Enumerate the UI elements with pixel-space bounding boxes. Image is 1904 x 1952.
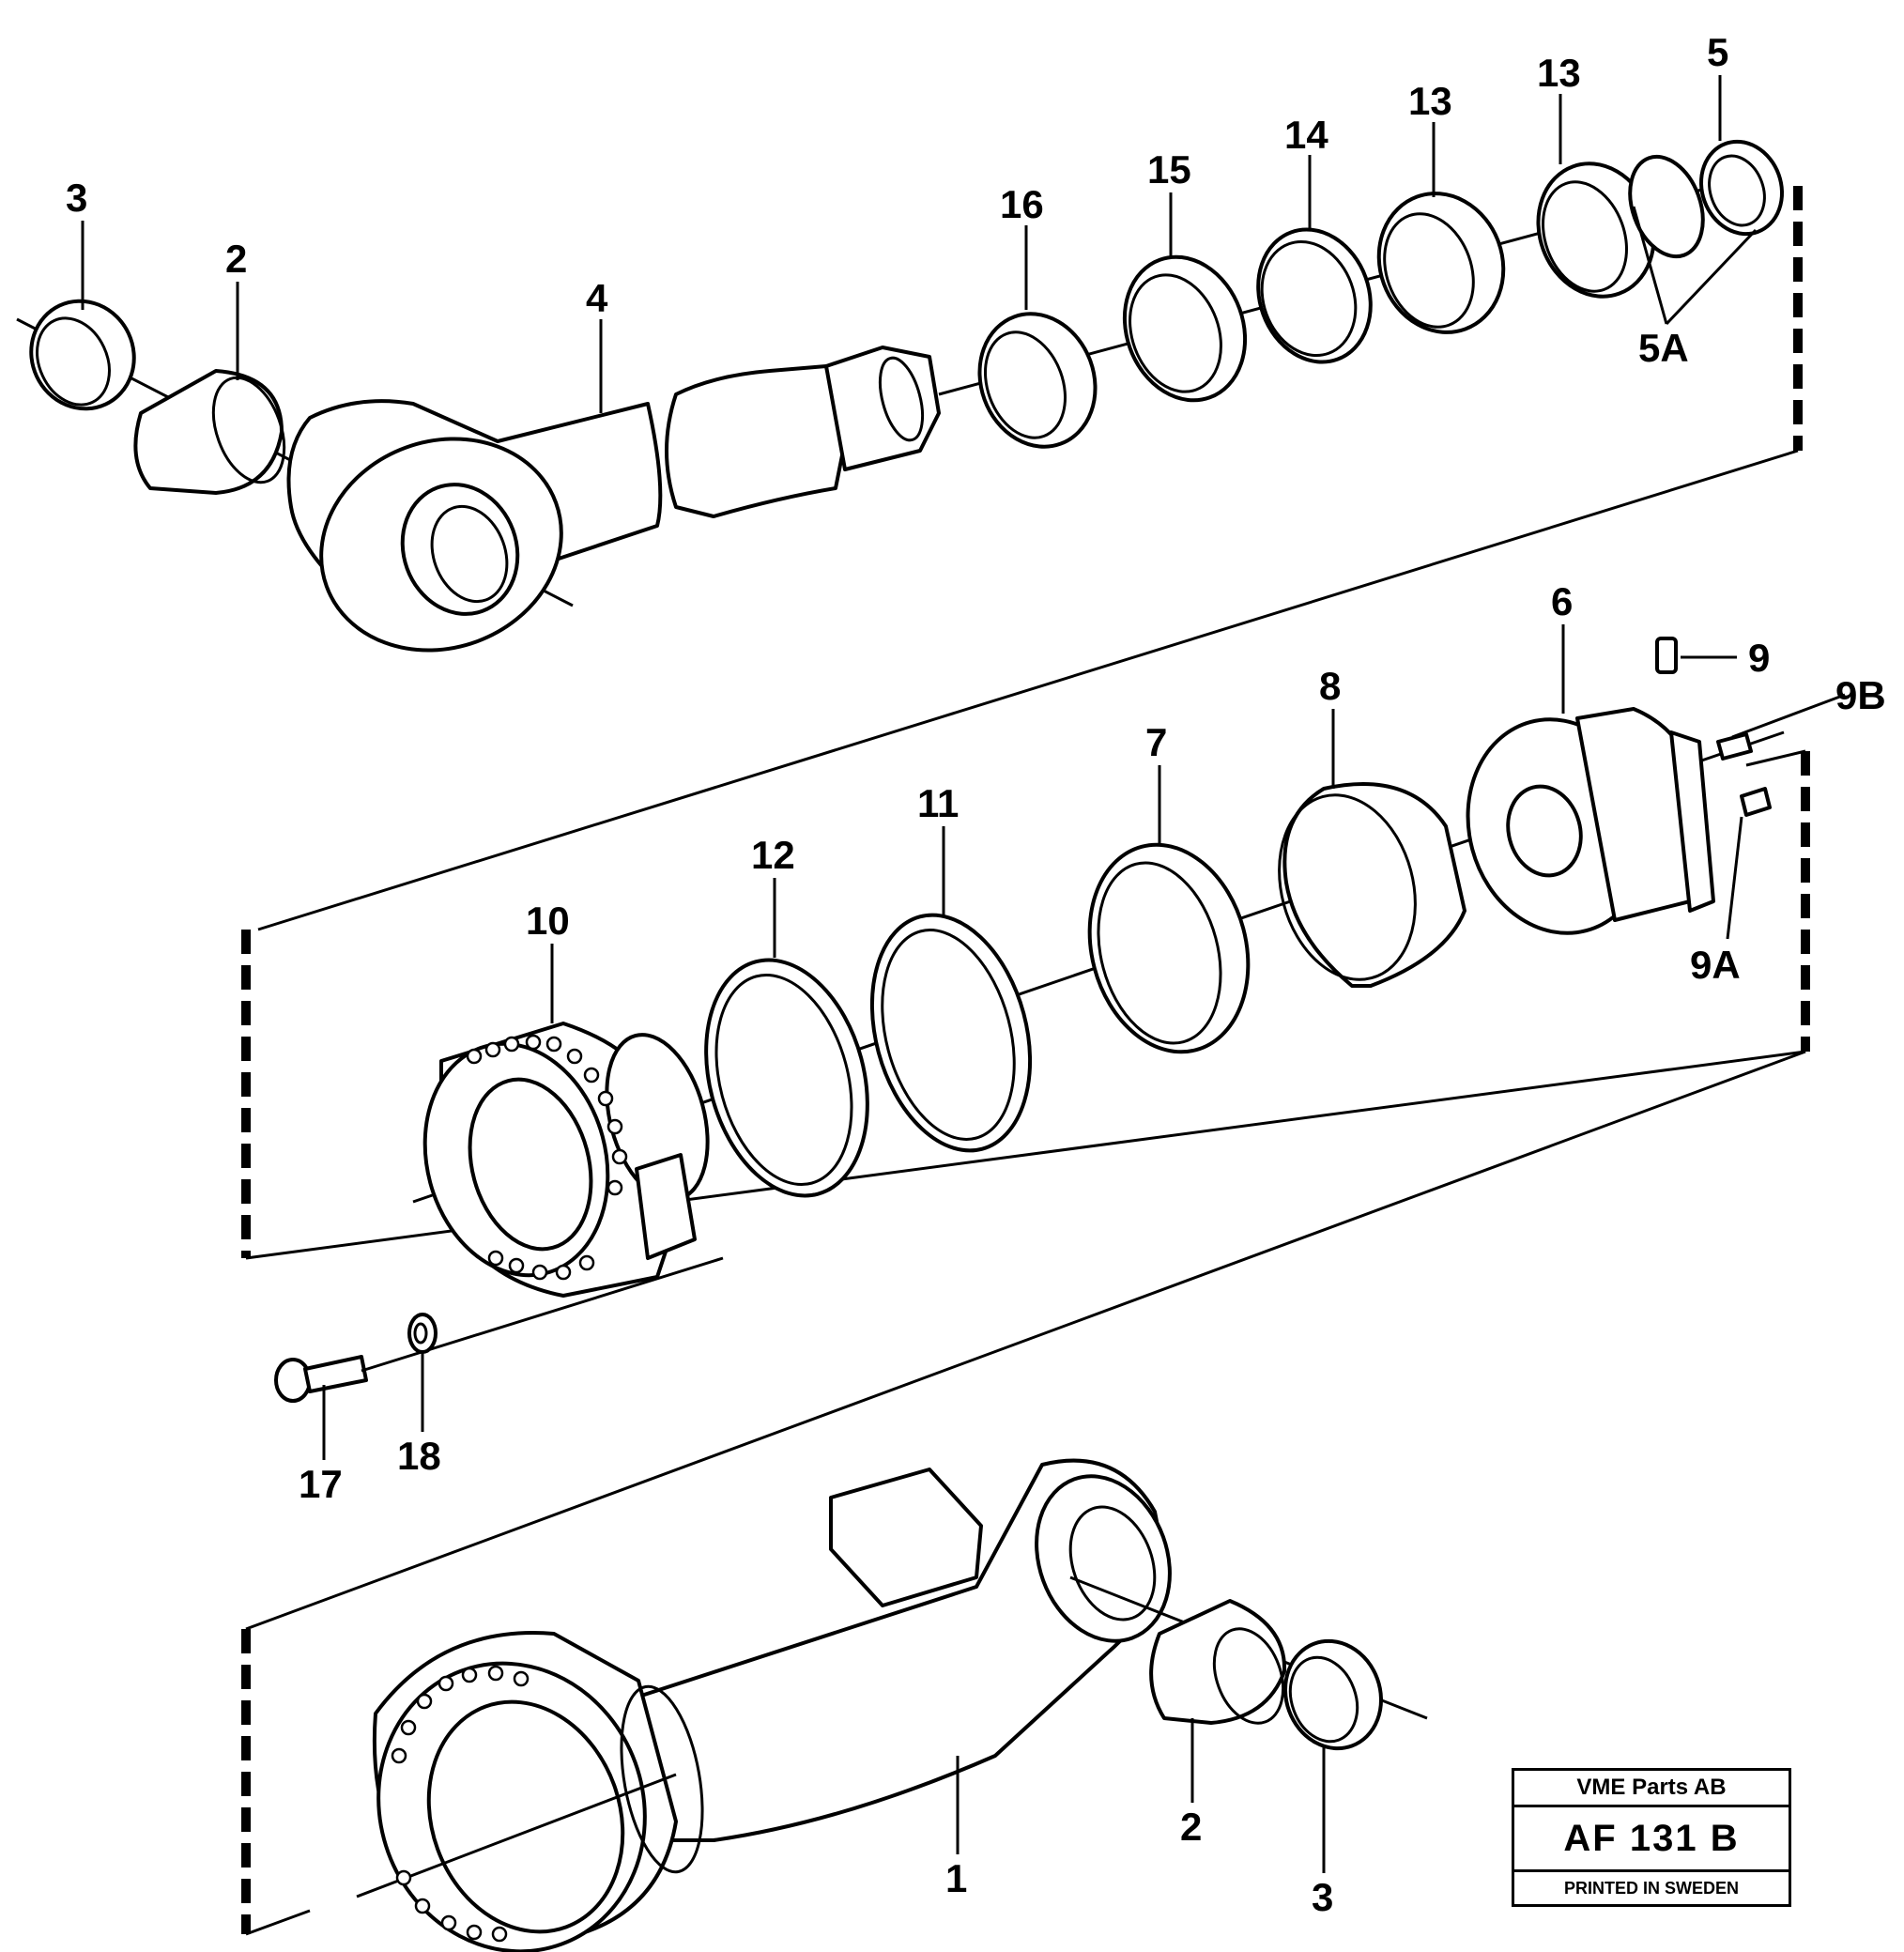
label-9a: 9A — [1690, 943, 1741, 987]
part-2-lower-bushing — [1149, 1599, 1287, 1725]
label-5a: 5A — [1638, 326, 1689, 370]
part-4-piston-rod — [286, 346, 941, 653]
part-16-ring — [977, 312, 1098, 449]
label-13a: 13 — [1408, 79, 1452, 123]
label-9b: 9B — [1835, 673, 1886, 717]
part-9a-9b-screws — [1716, 732, 1772, 817]
label-2-upper: 2 — [225, 237, 247, 281]
part-13-ring-a — [1376, 192, 1506, 334]
label-13b: 13 — [1537, 51, 1581, 95]
label-17: 17 — [299, 1462, 343, 1506]
part-5-ring — [1628, 139, 1785, 259]
label-4: 4 — [586, 276, 608, 320]
label-10: 10 — [526, 899, 570, 943]
leader-lines — [81, 75, 1846, 1873]
part-1-cylinder-tube — [356, 1458, 1428, 1952]
label-2-lower: 2 — [1180, 1805, 1202, 1849]
label-16: 16 — [1000, 182, 1044, 226]
label-18: 18 — [397, 1434, 441, 1478]
part-2-upper-bushing — [133, 369, 286, 495]
label-6: 6 — [1551, 579, 1573, 623]
printed-note: PRINTED IN SWEDEN — [1563, 1879, 1739, 1898]
label-14: 14 — [1284, 113, 1328, 157]
label-8: 8 — [1319, 664, 1341, 708]
label-3-upper: 3 — [66, 176, 87, 220]
part-14-ring — [1256, 227, 1373, 364]
part-6-piston — [1466, 637, 1715, 935]
label-1: 1 — [945, 1856, 967, 1900]
part-10-cylinder-head — [422, 1022, 710, 1298]
title-block: VME Parts AB AF 131 B PRINTED IN SWEDEN — [1512, 1768, 1791, 1907]
part-17-screw — [274, 1256, 724, 1403]
part-15-ring — [1122, 254, 1248, 403]
part-labels: 3 2 4 16 15 14 13 13 5 5A 6 9 9B 9A 8 7 … — [66, 30, 1886, 1919]
label-9: 9 — [1748, 636, 1770, 680]
drawing-code: AF 131 B — [1514, 1807, 1789, 1872]
part-11-ring — [869, 913, 1033, 1153]
part-18-washer — [407, 1313, 438, 1354]
label-3-lower: 3 — [1312, 1875, 1333, 1919]
part-12-ring — [704, 958, 869, 1198]
part-3-lower-ring — [1282, 1638, 1384, 1751]
label-12: 12 — [751, 833, 795, 877]
label-7: 7 — [1145, 720, 1167, 764]
label-11: 11 — [917, 781, 959, 825]
company-name: VME Parts AB — [1514, 1771, 1789, 1807]
part-8-ring — [1278, 782, 1466, 988]
assembly-frame-upper — [241, 186, 1810, 1934]
label-5: 5 — [1707, 30, 1728, 74]
part-7-ring — [1087, 842, 1251, 1054]
label-15: 15 — [1147, 147, 1191, 192]
part-3-upper-ring — [29, 299, 136, 411]
